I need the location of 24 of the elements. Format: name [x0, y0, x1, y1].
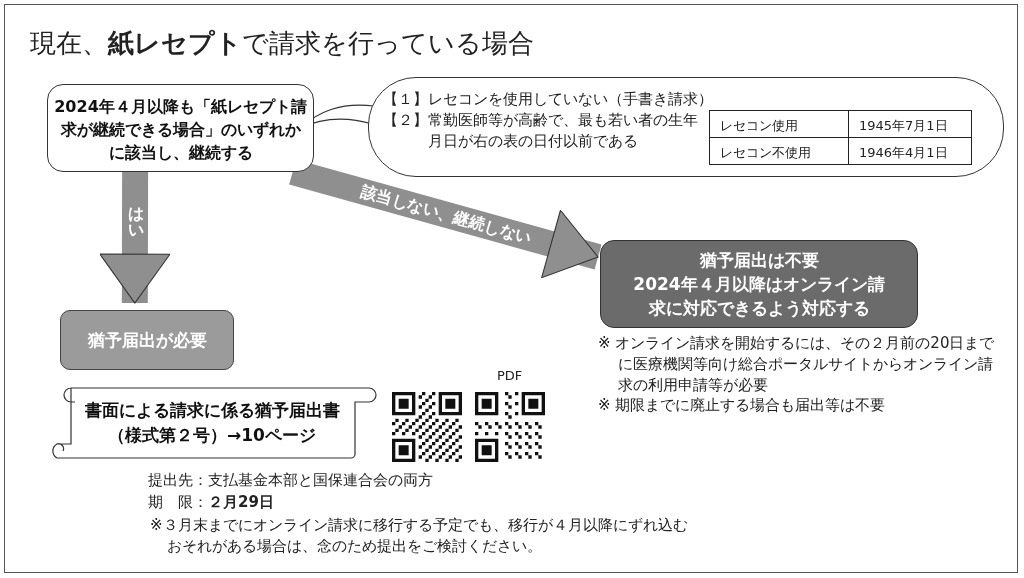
- title: 現在、紙レセプトで請求を行っている場合: [30, 27, 534, 60]
- question-text: 2024年４月以降も「紙レセプト請求が継続できる場合」のいずれかに該当し、継続する: [54, 96, 307, 164]
- note-text: ※３月末までにオンライン請求に移行する予定でも、移行が４月以降にずれ込むおそれがある場合は、念のため提出をご検討ください。: [150, 515, 689, 557]
- result-box: [600, 240, 918, 328]
- form-title: 書面による請求に係る猶予届出書（様式第２号）→10ページ: [83, 399, 341, 447]
- note-text: ※ 期限までに廃止する場合も届出等は不要: [598, 396, 886, 415]
- condition-text: 【２】常勤医師等が高齢で、最も若い者の生年月日が右の表の日付以前である: [383, 110, 699, 152]
- edge-label: 該当しない、継続しない: [359, 182, 534, 248]
- note-text: 期 限：２月29日: [148, 493, 274, 512]
- note-text: ※ オンライン請求を開始するには、その２月前の20日までに医療機関等向け総合ポータルサイトからオンライン請求の利用申請等が必要: [598, 333, 996, 396]
- table-cell: 1946年4月1日: [848, 137, 972, 165]
- result-text: 猶予届出は不要: [698, 249, 820, 272]
- question-callout: [47, 84, 314, 172]
- edge-label: はい: [126, 195, 145, 232]
- result-box: [60, 310, 234, 370]
- table-cell: レセコン使用: [709, 110, 849, 138]
- block-arrow: [99, 171, 171, 304]
- table-cell: 1945年7月1日: [848, 110, 972, 138]
- note-text: 提出先：支払基金本部と国保連合会の両方: [148, 471, 433, 490]
- result-text: 猶予届出が必要: [86, 329, 208, 352]
- table-cell: レセコン不使用: [709, 137, 849, 165]
- condition-text: 【１】レセコンを使用していない（手書き請求）: [383, 90, 713, 109]
- result-text: 2024年４月以降はオンライン請求に対応できるよう対応する: [632, 273, 886, 320]
- qr-caption: PDF: [497, 368, 523, 383]
